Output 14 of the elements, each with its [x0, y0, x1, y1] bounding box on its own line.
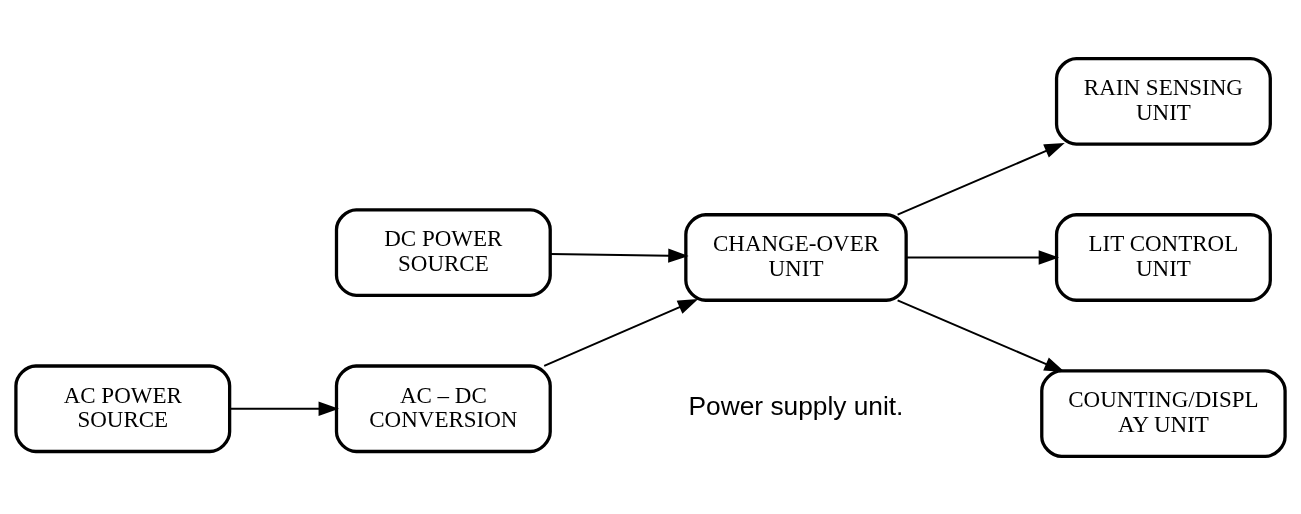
node-box: AC POWER SOURCE: [14, 363, 232, 453]
arrow: [896, 298, 1065, 372]
node-box: RAIN SENSING UNIT: [1054, 56, 1272, 146]
arrow: [543, 298, 699, 367]
node-box: DC POWER SOURCE: [334, 207, 552, 297]
arrow: [896, 142, 1065, 216]
node-box: AC – DC CONVERSION: [334, 363, 552, 453]
label: Power supply unit.: [688, 390, 904, 421]
node-box: CHANGE-OVER UNIT: [684, 212, 908, 302]
arrow: [905, 249, 1060, 265]
node-box: COUNTING/DISPL AY UNIT: [1040, 368, 1287, 458]
arrow: [229, 401, 339, 416]
arrow: [549, 248, 689, 263]
node-box: LIT CONTROL UNIT: [1054, 212, 1272, 302]
